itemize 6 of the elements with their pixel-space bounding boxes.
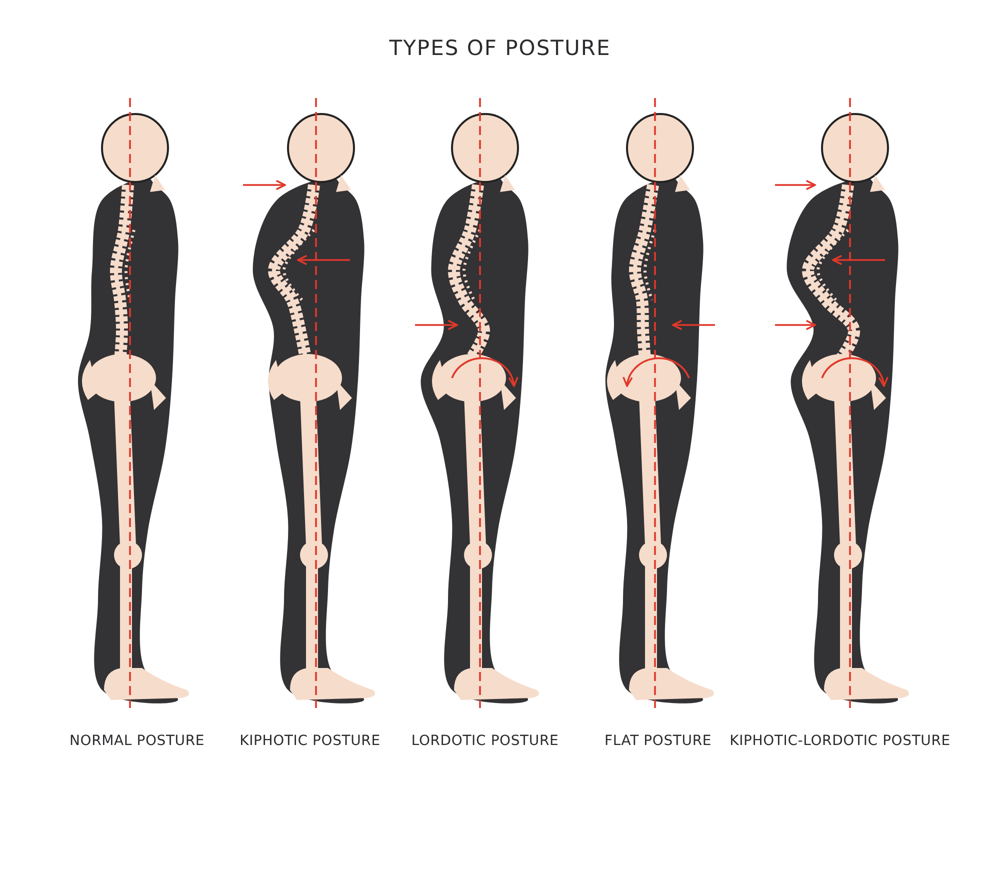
posture-label: KIPHOTIC POSTURE (240, 733, 380, 749)
posture-label: NORMAL POSTURE (69, 733, 205, 749)
posture-label: KIPHOTIC-LORDOTIC POSTURE (730, 733, 950, 749)
title: TYPES OF POSTURE (389, 36, 611, 60)
posture-label: LORDOTIC POSTURE (411, 733, 559, 749)
posture-label: FLAT POSTURE (604, 733, 712, 749)
